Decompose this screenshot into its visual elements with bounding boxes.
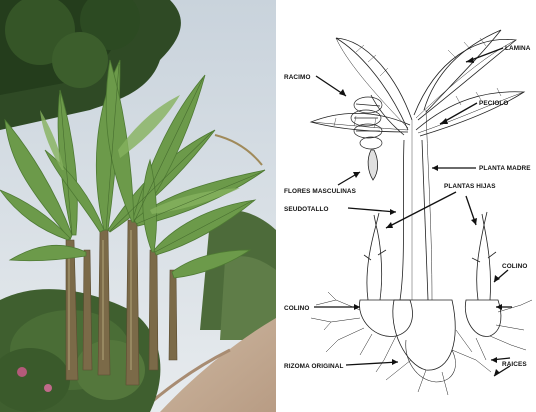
label-seudotallo: SEUDOTALLO bbox=[284, 206, 329, 213]
label-planta-madre: PLANTA MADRE bbox=[479, 165, 531, 172]
label-colino-right: COLINO bbox=[502, 263, 527, 270]
label-flores-masculinas: FLORES MASCULINAS bbox=[284, 188, 357, 195]
label-raices: RAICES bbox=[502, 361, 527, 368]
label-racimo: RACIMO bbox=[284, 74, 311, 81]
label-peciolo: PECIOLO bbox=[479, 100, 508, 107]
banana-plant-diagram: LAMINA RACIMO PECIOLO PLANTA MADRE FLORE… bbox=[276, 0, 536, 412]
label-plantas-hijas: PLANTAS HIJAS bbox=[444, 183, 496, 190]
label-lamina: LAMINA bbox=[505, 45, 531, 52]
banana-plant-photo bbox=[0, 0, 276, 412]
label-rizoma-original: RIZOMA ORIGINAL bbox=[284, 363, 343, 370]
label-colino-left: COLINO bbox=[284, 305, 309, 312]
